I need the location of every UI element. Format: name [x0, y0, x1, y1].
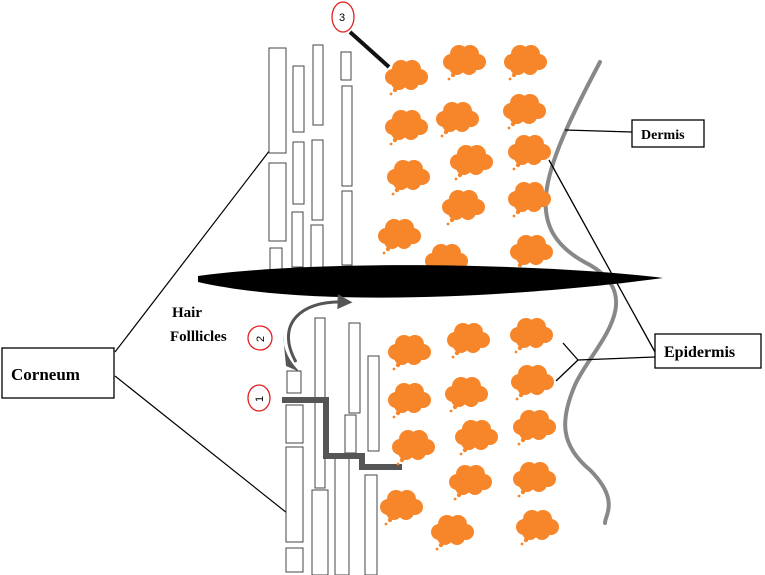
corneum-label: Corneum — [11, 365, 80, 384]
hair-shaft — [198, 265, 663, 298]
marker-3-label: 3 — [339, 12, 345, 24]
marker-3-leader — [348, 30, 391, 69]
dermis-leader-line — [564, 129, 633, 133]
hair-label-line2: Folllicles — [170, 329, 227, 345]
hair-label-line1: Hair — [172, 305, 202, 321]
marker-2-label: 2 — [255, 336, 267, 342]
lower-corneum-layer — [285, 317, 380, 575]
epidermis-leader-lines — [548, 159, 656, 382]
intercellular-route-path — [282, 397, 402, 470]
marker-2: 2 — [247, 325, 273, 351]
follicular-route-arrow — [286, 294, 353, 363]
epidermis-cells — [378, 45, 559, 551]
dermis-label-box: Dermis — [631, 119, 705, 148]
corneum-label-box: Corneum — [1, 347, 115, 399]
marker-1-label: 1 — [254, 396, 266, 402]
corneum-leader-lines — [114, 149, 293, 518]
follicular-route-arrow-tail — [283, 335, 300, 372]
epidermis-label: Epidermis — [664, 344, 735, 361]
epidermis-label-box: Epidermis — [654, 333, 762, 369]
upper-corneum-layer — [268, 44, 353, 281]
marker-1: 1 — [247, 384, 271, 412]
dermis-label: Dermis — [641, 128, 685, 143]
marker-3: 3 — [331, 1, 355, 33]
